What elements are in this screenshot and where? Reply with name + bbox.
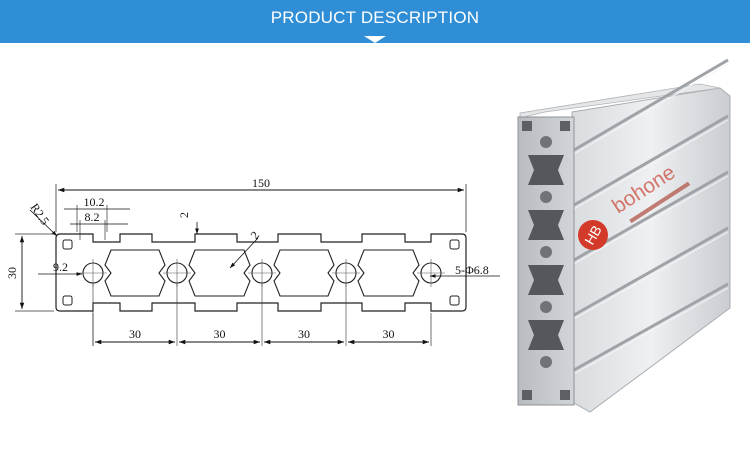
- pitch-label: 30: [129, 327, 141, 341]
- corner-pocket-bl: [62, 295, 73, 306]
- end-corner-pocket: [522, 390, 532, 400]
- groove: [573, 282, 729, 372]
- dim-hole-diameter: 5-Φ6.8: [455, 263, 489, 277]
- end-cavity: [528, 265, 564, 295]
- end-bore: [540, 356, 552, 368]
- end-cavity: [528, 210, 564, 240]
- end-bore: [540, 301, 552, 313]
- end-bore: [540, 246, 552, 258]
- profile-outline: [55, 233, 467, 312]
- dim-wall: 2: [177, 212, 191, 218]
- dim-wall-diag: 2: [248, 228, 263, 242]
- bore-holes: [79, 259, 445, 287]
- corner-pocket-tr: [449, 239, 460, 250]
- corner-pocket-br: [449, 295, 460, 306]
- pitch-dimensions: 30 30 30 30: [92, 283, 429, 346]
- pitch-label: 30: [214, 327, 226, 341]
- dim-corner-radius: R2.5: [28, 201, 53, 228]
- bore-hole: [79, 259, 107, 287]
- dim-overall-width: 150: [252, 176, 270, 190]
- brand-subline: [629, 181, 691, 224]
- end-corner-pocket: [522, 121, 532, 131]
- corner-pocket-tl: [62, 239, 73, 250]
- pitch-label: 30: [298, 327, 310, 341]
- groove: [573, 114, 729, 207]
- end-bore: [540, 191, 552, 203]
- profile-photo: HB bohone: [517, 58, 731, 413]
- end-corner-pocket: [560, 121, 570, 131]
- cavity: [188, 249, 251, 297]
- header-title: PRODUCT DESCRIPTION: [270, 8, 480, 27]
- end-cavity: [528, 155, 564, 185]
- dim-hole-offset: 9.2: [53, 260, 68, 274]
- end-bore: [540, 136, 552, 148]
- brand-logo: HB: [578, 220, 608, 250]
- cavity: [273, 249, 335, 297]
- groove: [573, 58, 729, 152]
- groove: [573, 226, 729, 317]
- cavity: [104, 249, 166, 297]
- bore-hole: [248, 259, 276, 287]
- header-notch: [364, 36, 386, 43]
- end-cavity: [528, 320, 564, 350]
- cavity: [357, 249, 420, 297]
- bore-hole: [163, 259, 191, 287]
- dim-slot-inner: 8.2: [85, 210, 100, 224]
- section-header: PRODUCT DESCRIPTION: [0, 0, 750, 43]
- bore-hole: [332, 259, 360, 287]
- profile-cavities: [104, 249, 420, 297]
- dim-slot-outer: 10.2: [84, 195, 105, 209]
- pitch-label: 30: [383, 327, 395, 341]
- bore-hole: [417, 259, 445, 287]
- end-cavities: [522, 121, 570, 400]
- dim-height: 30: [5, 267, 19, 279]
- end-corner-pocket: [560, 390, 570, 400]
